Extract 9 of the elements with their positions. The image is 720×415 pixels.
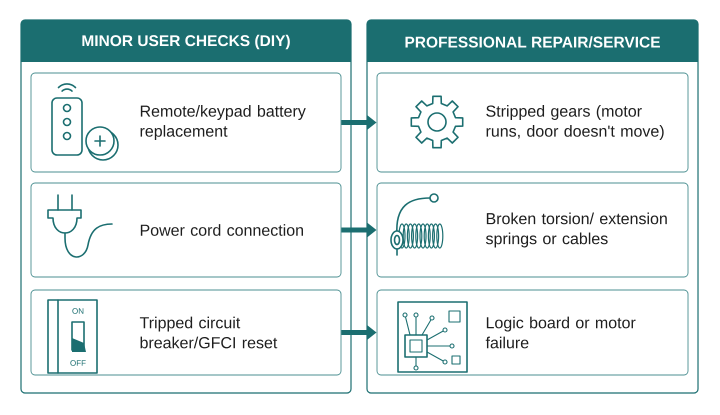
item-box: Stripped gears (motor runs, door doesn't move) (376, 72, 688, 172)
switch-label: OFF (70, 360, 86, 366)
panel-heading: MINOR USER CHECKS (DIY) (82, 34, 290, 50)
item-box: Broken torsion/ extension springs or cables (376, 182, 688, 278)
item-box: Power cord connection (30, 182, 342, 278)
item-box: Remote/keypad battery replacement (30, 72, 342, 172)
item-box: Logic board or motor failure (376, 290, 688, 376)
panel-heading: PROFESSIONAL REPAIR/SERVICE (406, 36, 660, 48)
switch-label: ON (72, 308, 84, 314)
